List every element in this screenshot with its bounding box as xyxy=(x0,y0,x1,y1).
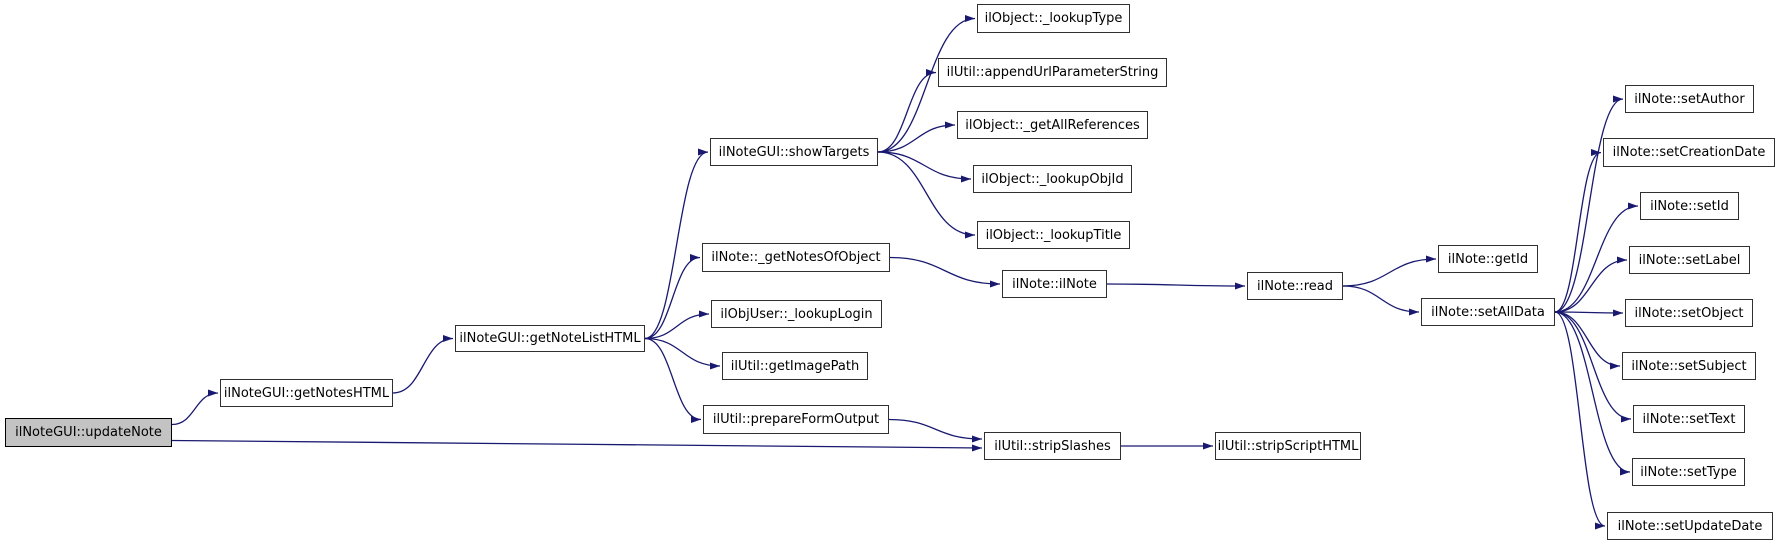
graph-node-read[interactable]: ilNote::read xyxy=(1247,272,1343,300)
edge-setAllData-to-setLabel xyxy=(1554,256,1628,313)
edge-setAllData-to-setAuthor xyxy=(1554,95,1624,313)
graph-node-setAuthor[interactable]: ilNote::setAuthor xyxy=(1625,85,1754,113)
graph-node-setObject[interactable]: ilNote::setObject xyxy=(1625,299,1753,327)
graph-node-setText[interactable]: ilNote::setText xyxy=(1633,405,1745,433)
edge-read-to-setAllData xyxy=(1342,285,1420,316)
edge-read-to-getId xyxy=(1342,255,1437,287)
edge-showTargets-to-lookupObjId xyxy=(877,151,972,183)
edge-prepareFormOutput-to-stripSlashes xyxy=(888,418,983,443)
graph-node-lookupLogin[interactable]: ilObjUser::_lookupLogin xyxy=(711,300,882,328)
edge-getNoteListHTML-to-getImagePath xyxy=(644,337,721,370)
edge-setAllData-to-setCreationDate xyxy=(1554,149,1602,313)
edge-ilNote-to-read xyxy=(1106,282,1246,290)
graph-node-showTargets[interactable]: ilNoteGUI::showTargets xyxy=(710,138,878,166)
edge-getNotesOfObject-to-ilNote xyxy=(889,256,1001,288)
edge-setAllData-to-setSubject xyxy=(1554,311,1621,370)
graph-node-getAllReferences[interactable]: ilObject::_getAllReferences xyxy=(957,111,1148,139)
edge-showTargets-to-lookupTitle xyxy=(877,151,976,239)
graph-node-getNotesHTML[interactable]: ilNoteGUI::getNotesHTML xyxy=(220,379,393,407)
graph-node-setUpdateDate[interactable]: ilNote::setUpdateDate xyxy=(1607,512,1773,540)
graph-node-setId[interactable]: ilNote::setId xyxy=(1640,192,1739,220)
graph-node-getId[interactable]: ilNote::getId xyxy=(1438,245,1538,273)
edge-setAllData-to-setObject xyxy=(1554,309,1624,317)
edge-setAllData-to-setType xyxy=(1554,311,1631,476)
graph-node-getImagePath[interactable]: ilUtil::getImagePath xyxy=(722,352,868,380)
graph-node-lookupType[interactable]: ilObject::_lookupType xyxy=(977,4,1130,33)
graph-node-getNoteListHTML[interactable]: ilNoteGUI::getNoteListHTML xyxy=(455,325,645,352)
edge-getNoteListHTML-to-showTargets xyxy=(644,148,709,340)
graph-node-setLabel[interactable]: ilNote::setLabel xyxy=(1629,246,1750,274)
edge-getNotesHTML-to-getNoteListHTML xyxy=(392,335,454,394)
edge-getNoteListHTML-to-prepareFormOutput xyxy=(644,337,702,423)
graph-node-stripScriptHTML[interactable]: ilUtil::stripScriptHTML xyxy=(1215,432,1361,460)
graph-node-prepareFormOutput[interactable]: ilUtil::prepareFormOutput xyxy=(703,405,889,434)
graph-node-ilNote[interactable]: ilNote::ilNote xyxy=(1002,270,1107,298)
edge-setAllData-to-setId xyxy=(1554,202,1639,313)
edge-setAllData-to-setUpdateDate xyxy=(1554,311,1606,530)
graph-node-stripSlashes[interactable]: ilUtil::stripSlashes xyxy=(984,432,1121,460)
edge-getNoteListHTML-to-lookupLogin xyxy=(644,310,710,340)
edge-showTargets-to-getAllReferences xyxy=(877,121,956,153)
graph-node-setSubject[interactable]: ilNote::setSubject xyxy=(1622,352,1756,380)
graph-node-lookupTitle[interactable]: ilObject::_lookupTitle xyxy=(977,221,1130,249)
edge-updateNote-to-stripSlashes xyxy=(171,439,983,452)
edge-setAllData-to-setText xyxy=(1554,311,1632,423)
graph-node-appendUrlParameterString[interactable]: ilUtil::appendUrlParameterString xyxy=(938,58,1167,87)
graph-node-setType[interactable]: ilNote::setType xyxy=(1632,458,1745,486)
graph-node-setCreationDate[interactable]: ilNote::setCreationDate xyxy=(1603,138,1775,167)
edge-showTargets-to-appendUrlParameterString xyxy=(877,69,937,153)
graph-node-updateNote[interactable]: ilNoteGUI::updateNote xyxy=(5,418,172,447)
graph-node-getNotesOfObject[interactable]: ilNote::_getNotesOfObject xyxy=(702,243,890,272)
graph-node-setAllData[interactable]: ilNote::setAllData xyxy=(1421,298,1555,326)
graph-node-lookupObjId[interactable]: ilObject::_lookupObjId xyxy=(973,165,1132,193)
edge-getNoteListHTML-to-getNotesOfObject xyxy=(644,254,701,340)
edge-updateNote-to-getNotesHTML xyxy=(171,389,219,426)
